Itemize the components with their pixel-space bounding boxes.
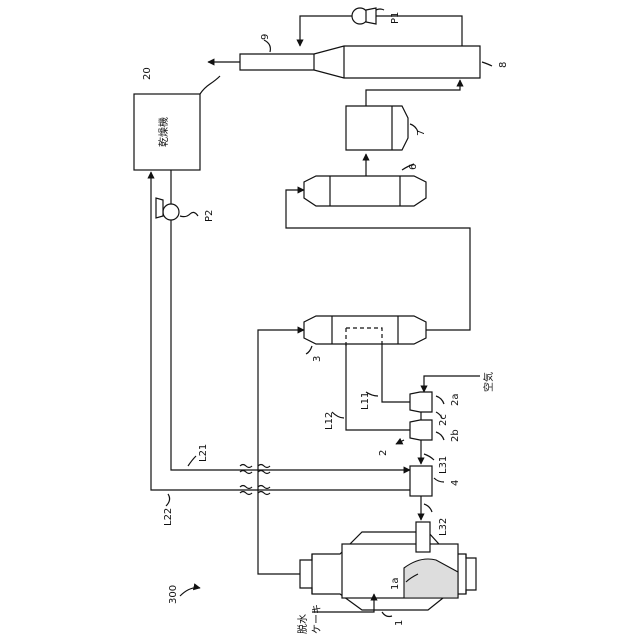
dust-collector-body	[346, 106, 408, 150]
line-l11	[382, 344, 410, 402]
collector-to-stack-line	[366, 80, 460, 106]
cooler-label: 6	[408, 164, 419, 170]
stack-label: 8	[498, 62, 509, 68]
pump-p2: P2	[156, 198, 215, 222]
line-l12	[346, 344, 410, 430]
air-label: 空気	[482, 372, 495, 392]
line-l22-label: L22	[163, 508, 174, 526]
blower-2b-body	[410, 420, 432, 440]
furnace-bed-label: 1a	[390, 578, 401, 591]
dust-collector-7: 7	[346, 106, 427, 150]
pump-p2-label: P2	[204, 210, 215, 222]
blower-2c-body	[410, 392, 432, 412]
furnace-label: 1	[394, 620, 405, 626]
feed-unit-4: 4	[410, 466, 461, 496]
furnace-1: 1a 1	[300, 522, 476, 626]
system-label: 300	[168, 585, 179, 604]
feed-unit-4-box	[410, 466, 432, 496]
hx-to-cooler-line	[286, 190, 470, 330]
blower-2c-label: 2c	[438, 414, 449, 426]
l32-leader	[424, 504, 432, 512]
dryer-unit: 乾燥機 20	[134, 67, 220, 170]
furnace-leader	[382, 612, 392, 617]
cooler-6: 6	[304, 164, 426, 206]
system-leader	[180, 588, 200, 596]
heat-exchanger-leader	[306, 346, 312, 354]
l21-leader	[188, 456, 196, 466]
dryer-number-label: 20	[142, 67, 153, 80]
pump-p1-leader	[376, 9, 384, 10]
dryer-name-label: 乾燥機	[157, 117, 170, 147]
line-l21	[171, 220, 410, 470]
heat-exchanger-label: 3	[312, 356, 323, 362]
dryer-leader	[200, 76, 220, 94]
pump-p2-circle	[163, 204, 179, 220]
line-l12-label: L12	[324, 412, 335, 430]
l22-leader	[166, 494, 170, 506]
dust-collector-label: 7	[416, 130, 427, 136]
blower-group-label: 2	[378, 450, 389, 456]
p1-return-line	[372, 16, 462, 46]
pump-p1-body	[366, 8, 376, 24]
line-l21-label: L21	[198, 444, 209, 462]
heat-exchanger-shell	[304, 316, 426, 344]
blower-2b-label: 2b	[450, 429, 461, 442]
blower-2a-leader	[436, 396, 444, 404]
cake-label-1: 脱水	[296, 614, 309, 634]
pump-p1: P1	[352, 8, 401, 24]
pump-p2-body	[156, 198, 163, 218]
blower-2b-leader	[436, 432, 444, 440]
stack-body	[240, 46, 480, 78]
heat-exchanger-3: 3	[304, 316, 426, 362]
line-l11-label: L11	[360, 392, 371, 410]
air-intake-line	[424, 376, 480, 392]
chimney-label: 9	[260, 34, 271, 40]
pump-p2-leader	[180, 212, 198, 216]
l31-leader	[424, 454, 434, 460]
line-l31-label: L31	[438, 456, 449, 474]
chimney-leader	[264, 40, 270, 52]
cooler-shell	[304, 176, 426, 206]
line-l32-label: L32	[438, 518, 449, 536]
feed-unit-4-label: 4	[450, 480, 461, 486]
stack-8: 8 9	[240, 34, 509, 78]
cake-label-2: ケーキ	[311, 604, 323, 634]
stack-leader	[482, 62, 492, 66]
blower-group-arrow	[396, 440, 404, 444]
furnace-exhaust-line	[258, 330, 304, 574]
feed-unit-4-leader	[434, 478, 444, 482]
blower-2a-label: 2a	[450, 394, 461, 407]
pump-p1-label: P1	[390, 12, 401, 24]
furnace-inlet-pipe	[416, 522, 430, 552]
p1-feed-line	[300, 16, 352, 46]
